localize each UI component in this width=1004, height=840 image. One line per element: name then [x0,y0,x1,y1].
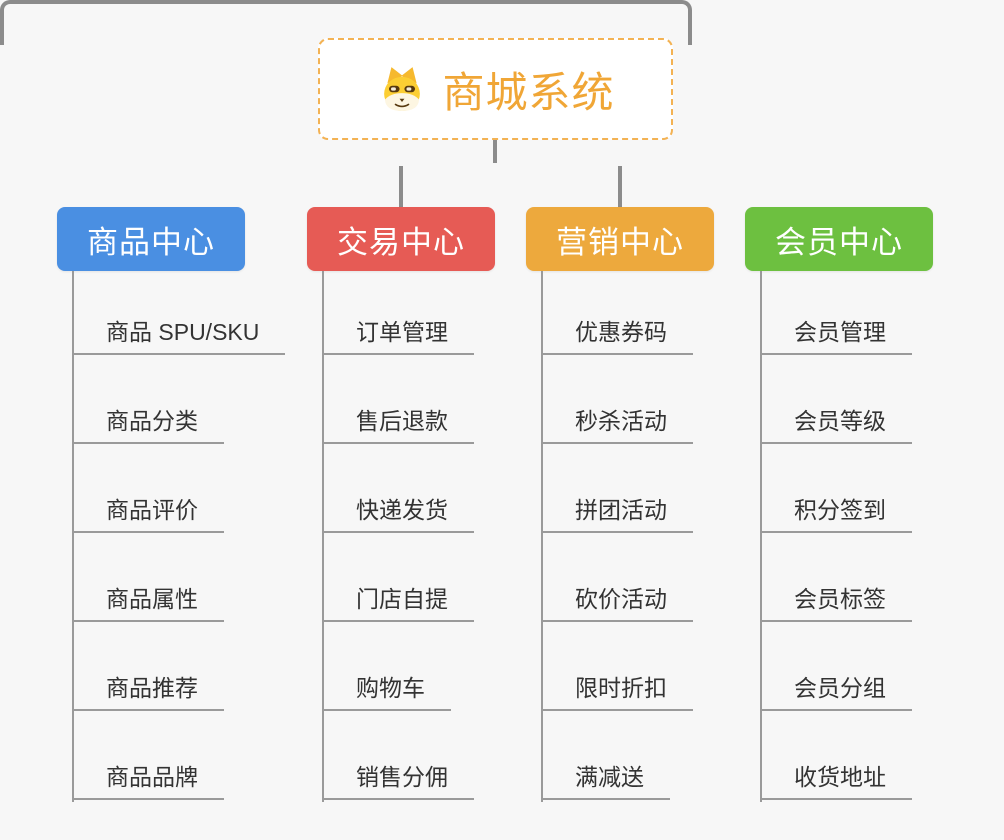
connector-stub-line [399,166,403,207]
branch-marketing-center: 营销中心 优惠券码 秒杀活动 拼团活动 砍价活动 限时折扣 满减送 [526,207,714,802]
leaf-node[interactable]: 商品 SPU/SKU [72,317,286,355]
leaf-node[interactable]: 满减送 [541,762,670,800]
branch-trunk-line [760,271,762,802]
leaf-node[interactable]: 会员分组 [760,673,912,711]
branch-trunk-line [541,271,543,802]
leaf-node[interactable]: 购物车 [322,673,451,711]
branch-box-trade-center[interactable]: 交易中心 [307,207,495,271]
branch-items: 订单管理 售后退款 快递发货 门店自提 购物车 销售分佣 [322,317,474,840]
leaf-node[interactable]: 商品分类 [72,406,224,444]
connector-bus-line [0,0,692,45]
leaf-node[interactable]: 商品属性 [72,584,224,622]
branch-member-center: 会员中心 会员管理 会员等级 积分签到 会员标签 会员分组 收货地址 [745,207,933,802]
branch-label: 交易中心 [337,224,465,260]
leaf-node[interactable]: 商品品牌 [72,762,224,800]
branch-box-product-center[interactable]: 商品中心 [57,207,245,271]
branch-box-member-center[interactable]: 会员中心 [745,207,933,271]
leaf-node[interactable]: 商品评价 [72,495,224,533]
branch-label: 会员中心 [775,224,903,260]
branch-box-marketing-center[interactable]: 营销中心 [526,207,714,271]
leaf-node[interactable]: 门店自提 [322,584,474,622]
leaf-node[interactable]: 优惠券码 [541,317,693,355]
leaf-node[interactable]: 会员标签 [760,584,912,622]
branch-trunk-line [322,271,324,802]
branch-items: 会员管理 会员等级 积分签到 会员标签 会员分组 收货地址 [760,317,912,840]
branch-items: 商品 SPU/SKU 商品分类 商品评价 商品属性 商品推荐 商品品牌 [72,317,286,840]
branch-items: 优惠券码 秒杀活动 拼团活动 砍价活动 限时折扣 满减送 [541,317,693,840]
leaf-node[interactable]: 积分签到 [760,495,912,533]
root-node[interactable]: 商城系统 [318,38,673,140]
branch-label: 营销中心 [556,224,684,260]
leaf-node[interactable]: 秒杀活动 [541,406,693,444]
leaf-node[interactable]: 售后退款 [322,406,474,444]
leaf-node[interactable]: 会员管理 [760,317,912,355]
leaf-node[interactable]: 订单管理 [322,317,474,355]
branch-trade-center: 交易中心 订单管理 售后退款 快递发货 门店自提 购物车 销售分佣 [307,207,495,802]
leaf-node[interactable]: 拼团活动 [541,495,693,533]
leaf-node[interactable]: 会员等级 [760,406,912,444]
branch-label: 商品中心 [87,224,215,260]
branch-product-center: 商品中心 商品 SPU/SKU 商品分类 商品评价 商品属性 商品推荐 商品品牌 [57,207,286,802]
leaf-node[interactable]: 商品推荐 [72,673,224,711]
leaf-node[interactable]: 销售分佣 [322,762,474,800]
leaf-node[interactable]: 限时折扣 [541,673,693,711]
leaf-node[interactable]: 收货地址 [760,762,912,800]
branch-trunk-line [72,271,74,802]
connector-root-line [493,140,497,163]
connector-stub-line [618,166,622,207]
root-title: 商城系统 [442,68,615,116]
dog-face-icon [384,67,421,111]
leaf-node[interactable]: 砍价活动 [541,584,693,622]
leaf-node[interactable]: 快递发货 [322,495,474,533]
